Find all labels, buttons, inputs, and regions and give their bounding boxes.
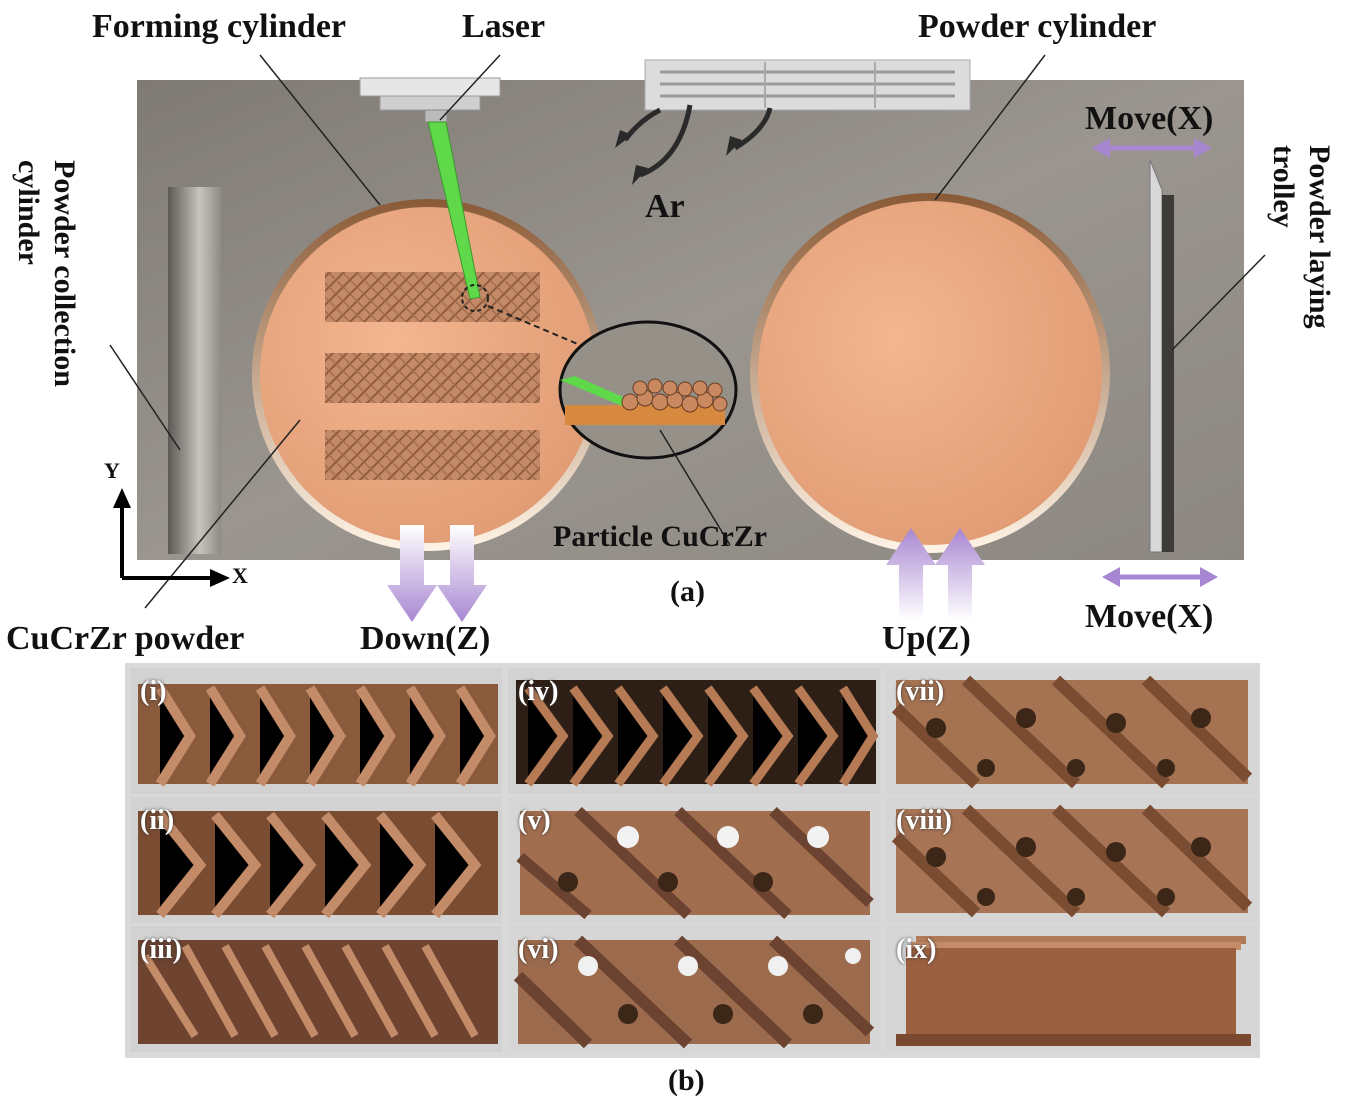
particle-inset <box>558 320 738 460</box>
equipment-diagram <box>109 54 1266 622</box>
axis-x-label: X <box>232 563 248 588</box>
sample-label: (i) <box>140 676 167 707</box>
sample-photo: (ix) <box>886 926 1258 1052</box>
cucrzr-powder-label: CuCrZr powder <box>6 620 245 657</box>
powder-collection-cylinder-label: Powder collection cylinder <box>12 160 81 387</box>
sample-photo-grid: (i) (iv) (vii) (ii) (v) (viii) (iii) <box>125 663 1260 1058</box>
sample-photo: (vi) <box>508 926 880 1052</box>
sample-label: (iv) <box>518 676 559 707</box>
panel-a-caption: (a) <box>670 575 705 608</box>
sample-label: (viii) <box>896 805 952 836</box>
sample-label: (v) <box>518 805 551 836</box>
sample-photo: (vii) <box>886 668 1258 794</box>
sample-label: (ii) <box>140 805 175 836</box>
argon-label: Ar <box>645 188 685 225</box>
sample-photo: (v) <box>508 797 880 923</box>
move-x-arrows <box>1092 138 1218 587</box>
sample-photo: (iii) <box>130 926 502 1052</box>
up-z-arrows <box>886 528 985 620</box>
laser-label: Laser <box>462 8 546 45</box>
axis-y-label: Y <box>104 458 120 483</box>
laser-spot <box>461 284 489 312</box>
axis-indicator <box>113 488 230 587</box>
up-z-label: Up(Z) <box>882 620 971 657</box>
sample-photo: (ii) <box>130 797 502 923</box>
sample-label: (vii) <box>896 676 945 707</box>
move-x-bottom-label: Move(X) <box>1085 598 1214 635</box>
powder-laying-trolley <box>1149 159 1163 553</box>
down-z-arrows <box>387 525 487 622</box>
laser-head <box>359 77 501 123</box>
sample-photo: (iv) <box>508 668 880 794</box>
powder-laying-trolley-label: Powder laying trolley <box>1267 145 1336 329</box>
forming-cylinder-label: Forming cylinder <box>92 8 347 45</box>
sample-photo: (viii) <box>886 797 1258 923</box>
sample-label: (ix) <box>896 934 937 965</box>
sample-label: (iii) <box>140 934 182 965</box>
powder-cylinder-label: Powder cylinder <box>918 8 1157 45</box>
panel-b-caption: (b) <box>668 1064 705 1097</box>
laser-beam <box>427 121 481 300</box>
sample-photo: (i) <box>130 668 502 794</box>
sample-label: (vi) <box>518 934 559 965</box>
forming-cylinder <box>252 199 604 551</box>
down-z-label: Down(Z) <box>360 620 491 657</box>
move-x-top-label: Move(X) <box>1085 100 1214 137</box>
particle-label: Particle CuCrZr <box>553 520 768 553</box>
powder-collection-cylinder <box>168 187 221 554</box>
powder-cylinder <box>750 193 1110 553</box>
argon-vent <box>644 59 971 111</box>
